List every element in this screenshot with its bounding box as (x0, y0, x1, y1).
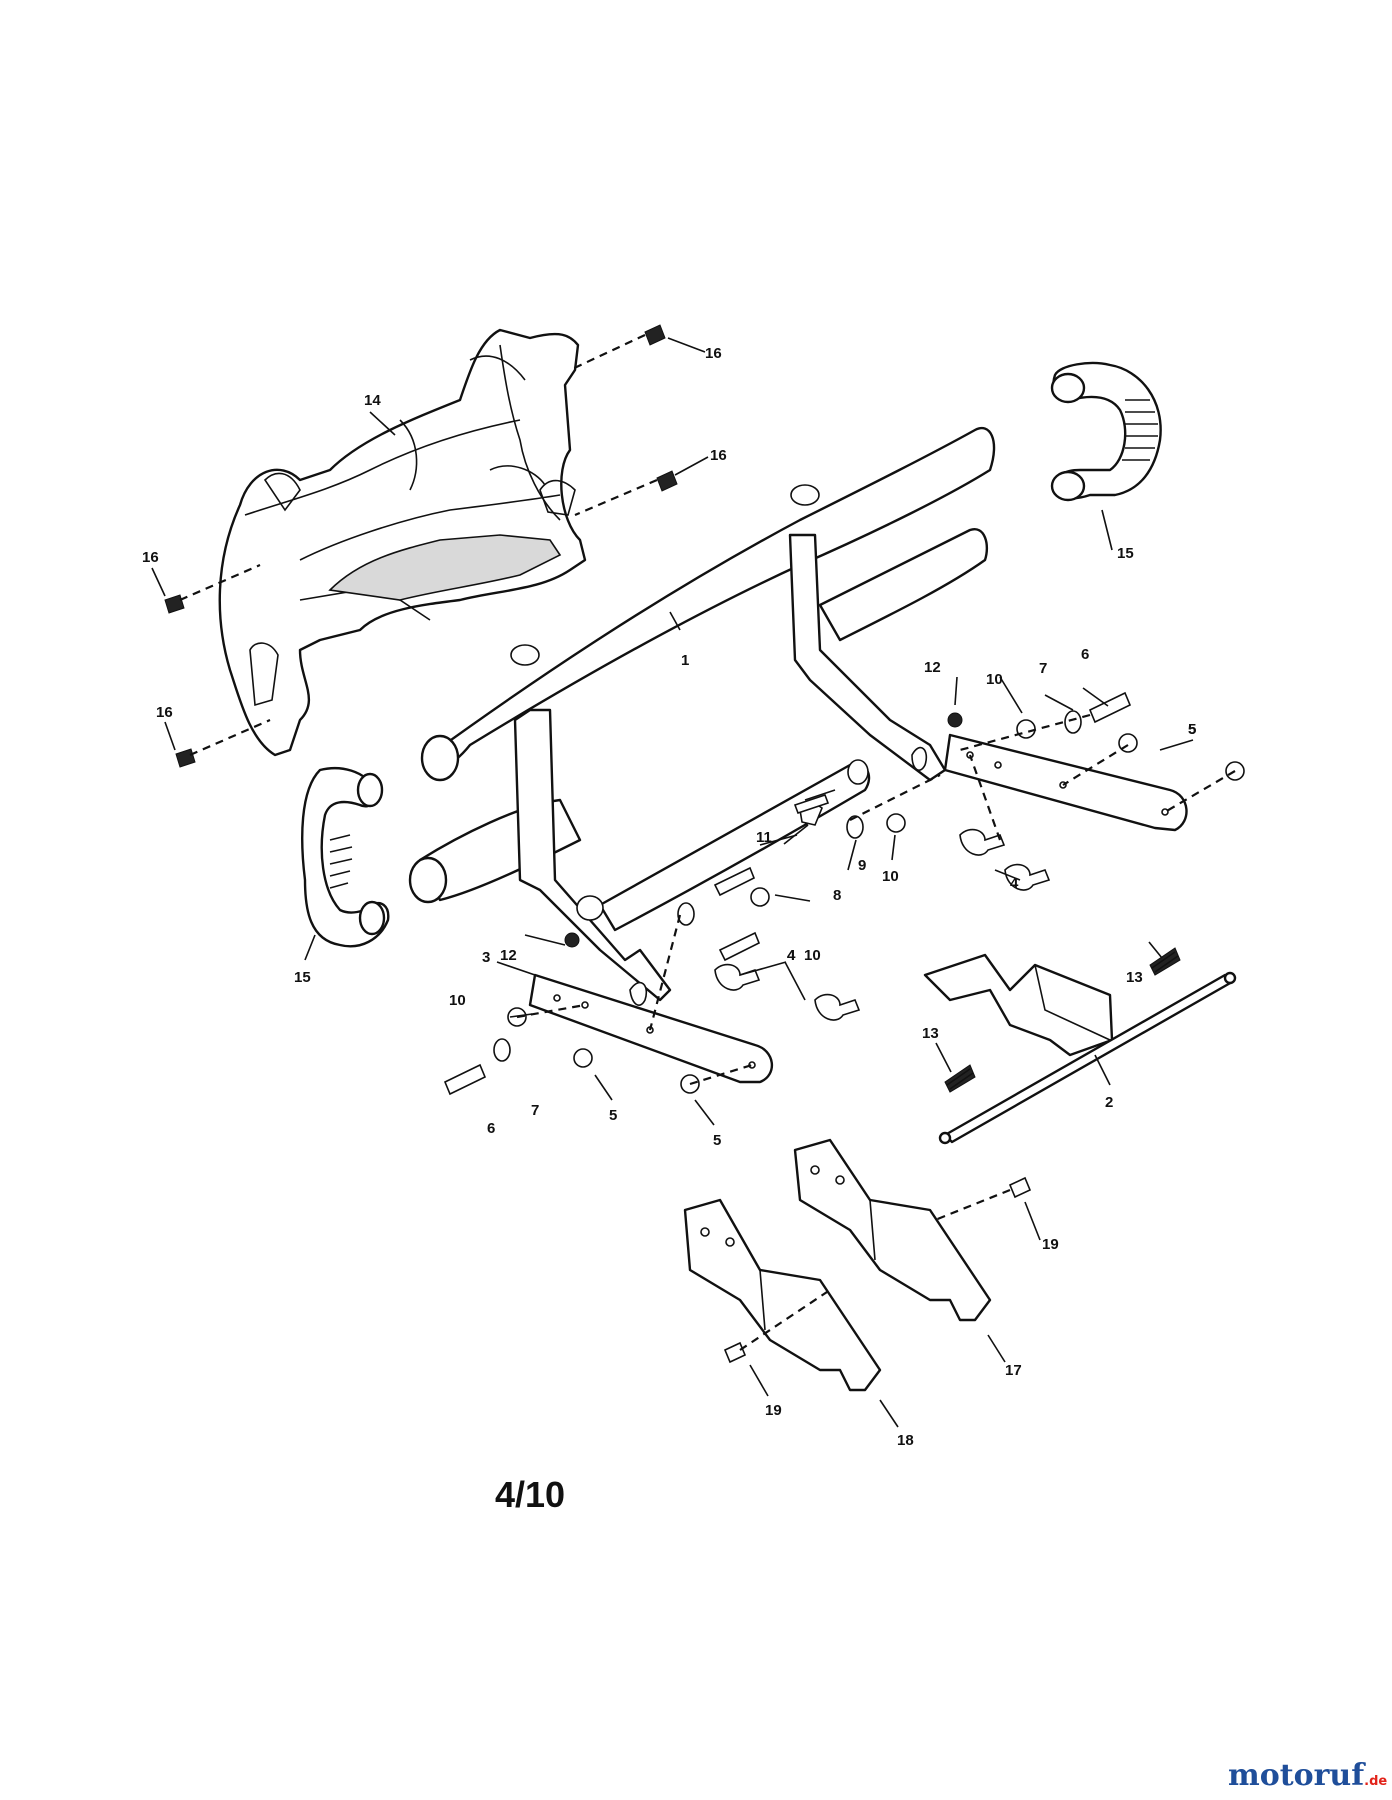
callout-5: 5 (1188, 721, 1196, 738)
callout-10: 10 (804, 947, 821, 964)
callout-13: 13 (1126, 969, 1143, 986)
callout-12: 12 (500, 947, 517, 964)
callout-16: 16 (142, 549, 159, 566)
callout-16: 16 (705, 345, 722, 362)
callout-15: 15 (294, 969, 311, 986)
part-1-handle-frame (408, 427, 996, 1006)
callout-10: 10 (986, 671, 1003, 688)
leader-lines (151, 337, 1194, 1428)
callout-11: 11 (756, 829, 772, 846)
callout-15: 15 (1117, 545, 1134, 562)
part-13-spring-lower (944, 1064, 976, 1093)
callout-4: 4 (787, 947, 796, 964)
callout-5: 5 (1188, 721, 1196, 738)
part-18-bracket-left (683, 1198, 882, 1392)
watermark-suffix: .de (1364, 1774, 1387, 1789)
assembly-lines (179, 334, 1236, 1351)
part-13-spring-upper (1149, 947, 1181, 976)
callout-5: 5 (609, 1107, 617, 1124)
callout-10: 10 (449, 992, 466, 1009)
callouts: 1 2 3 4 4 4 5 5 5 5 6 6 7 7 8 9 10 10 10… (142, 345, 1196, 1449)
part-15-grip-left (301, 767, 390, 948)
callout-6: 6 (1081, 646, 1089, 663)
part-15-grip-right (1050, 361, 1162, 502)
callout-9: 9 (858, 857, 866, 874)
callout-14: 14 (364, 392, 381, 409)
callout-8: 8 (833, 887, 841, 904)
callout-16: 16 (710, 447, 727, 464)
watermark-logo: motoruf.de (1228, 1758, 1387, 1793)
part-17-bracket-right (793, 1138, 992, 1322)
callout-19: 19 (1042, 1236, 1059, 1253)
callout-5: 5 (713, 1132, 721, 1149)
callout-4: 4 (1010, 875, 1019, 892)
callout-6: 6 (487, 1120, 495, 1137)
page-number: 4/10 (495, 1474, 565, 1515)
part-14-shroud (218, 328, 587, 757)
callout-17: 17 (1005, 1362, 1022, 1379)
callout-16: 16 (156, 704, 173, 721)
callout-7: 7 (531, 1102, 539, 1119)
callout-3: 3 (482, 949, 490, 966)
callout-1: 1 (681, 652, 689, 669)
callout-4: 4 (787, 947, 796, 964)
callout-19: 19 (765, 1402, 782, 1419)
callout-13: 13 (922, 1025, 939, 1042)
part-2-rod-bracket (923, 953, 1237, 1145)
callout-10: 10 (882, 868, 899, 885)
fasteners (164, 324, 1245, 1364)
callout-12: 12 (924, 659, 941, 676)
callout-7: 7 (1039, 660, 1047, 677)
callout-18: 18 (897, 1432, 914, 1449)
callout-2: 2 (1105, 1094, 1113, 1111)
watermark-main: motoruf (1228, 1758, 1366, 1793)
